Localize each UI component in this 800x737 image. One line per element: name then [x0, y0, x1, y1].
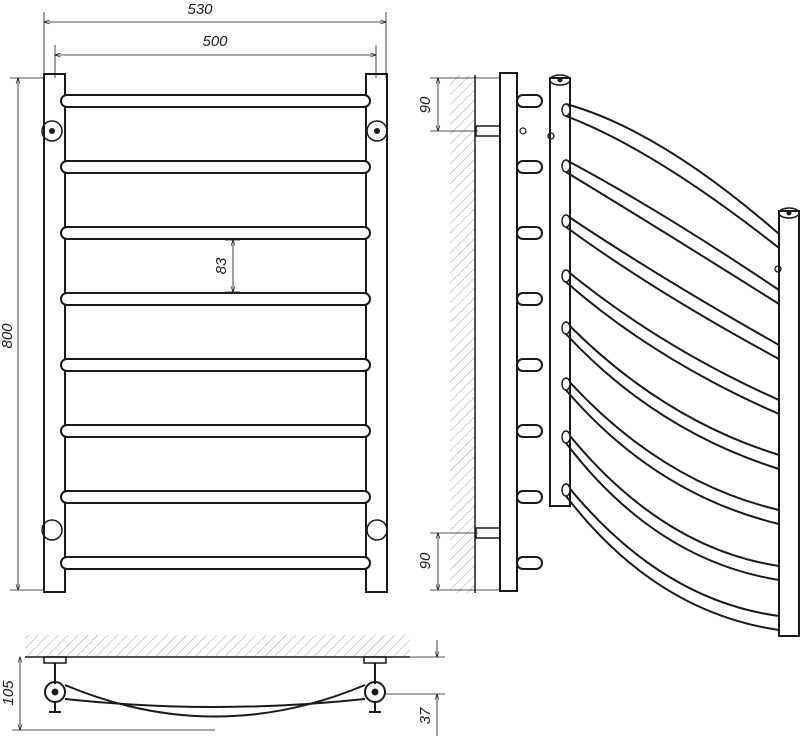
dimension-label-105: 105	[0, 680, 17, 706]
perspective-view	[547, 74, 800, 637]
dimension-wall-distance: 105	[0, 657, 215, 730]
dimension-label-90-bottom: 90	[417, 552, 434, 569]
dimension-bracket-bottom: 90	[417, 533, 500, 590]
bracket-top-left	[41, 120, 63, 142]
dimension-label-530: 530	[187, 1, 213, 18]
bracket-bottom-left	[41, 519, 63, 541]
rung	[60, 556, 371, 570]
perspective-right-post	[778, 210, 800, 637]
bracket-top-left-dot	[49, 128, 55, 134]
top-curved-rung	[64, 684, 366, 718]
top-wall-hatching	[25, 635, 410, 657]
perspective-rungs	[565, 103, 780, 631]
top-view: 105 37	[0, 635, 445, 736]
side-bracket-top	[475, 125, 501, 137]
dimension-label-37: 37	[417, 707, 434, 724]
dimension-label-90-top: 90	[417, 96, 434, 113]
dimension-rung-spacing: 83	[213, 240, 240, 292]
perspective-right-cap	[786, 210, 792, 216]
top-left-post-center	[51, 688, 59, 696]
dimension-curve-depth: 37	[385, 640, 445, 736]
front-rungs	[60, 94, 371, 570]
dimension-center-distance: 500	[55, 33, 376, 78]
dimension-label-83: 83	[213, 257, 230, 274]
side-rung-stubs	[516, 94, 543, 570]
dimension-overall-width: 530	[44, 1, 386, 78]
rung	[60, 424, 371, 438]
wall-hatching	[450, 75, 475, 593]
rung	[60, 292, 371, 306]
perspective-left-cap	[557, 77, 563, 83]
rung	[60, 226, 371, 240]
bracket-top-right-dot	[374, 128, 380, 134]
rung	[60, 94, 371, 108]
dimension-bracket-top: 90	[417, 78, 500, 131]
side-post	[499, 72, 518, 592]
dimension-height: 800	[0, 78, 44, 590]
left-post	[43, 73, 66, 593]
rung	[60, 358, 371, 372]
side-view: 90 90	[417, 72, 543, 593]
rung	[60, 160, 371, 174]
bracket-bottom-right	[366, 519, 388, 541]
rung	[60, 490, 371, 504]
front-view: 530 500 800	[0, 1, 388, 593]
right-post	[365, 73, 388, 593]
top-right-post-center	[371, 688, 379, 696]
bracket-top-right	[366, 120, 388, 142]
dimension-label-800: 800	[0, 323, 16, 349]
dimension-label-500: 500	[202, 33, 228, 50]
side-bracket-bottom	[475, 527, 501, 539]
